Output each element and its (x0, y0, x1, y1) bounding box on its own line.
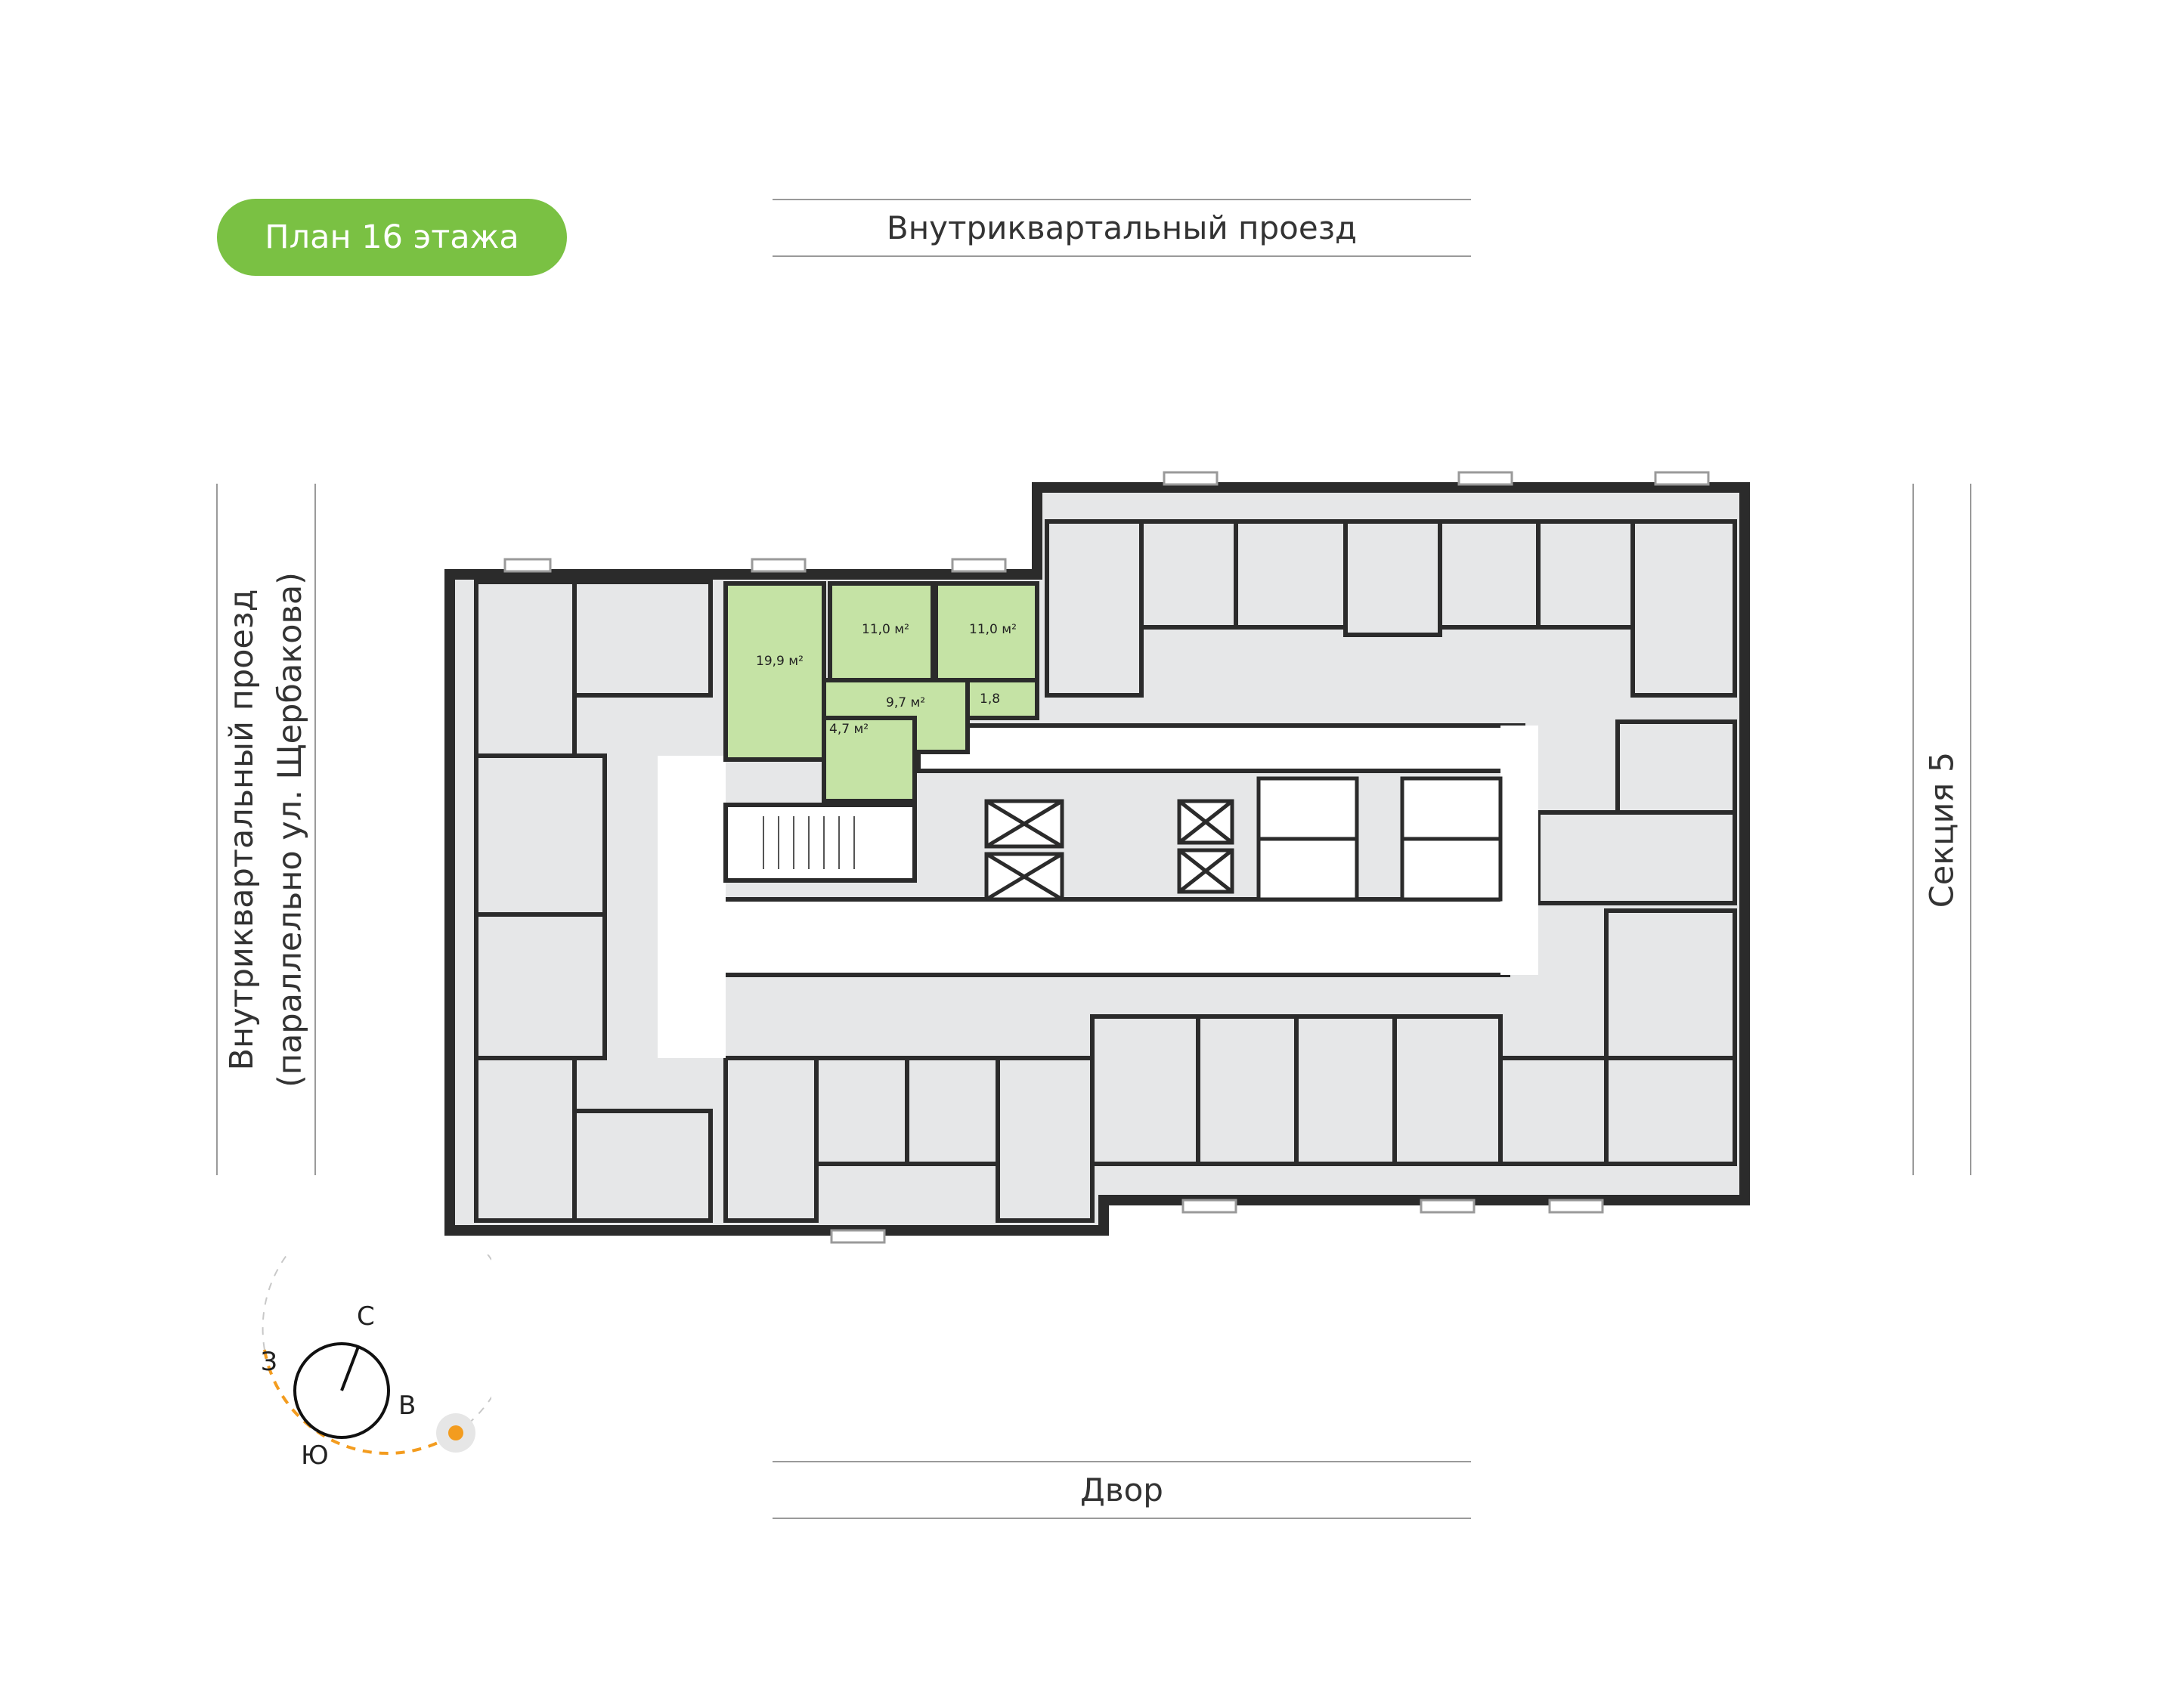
rooms-grid (474, 519, 1737, 1223)
room-area-4: 9,7 м² (886, 695, 925, 710)
highlighted-apartment (723, 581, 1039, 803)
compass-south: Ю (301, 1440, 329, 1471)
shafts (1256, 776, 1503, 902)
street-label-bottom: Двор (773, 1461, 1471, 1519)
right-line-inner (1970, 484, 1971, 1175)
compass-east: В (398, 1391, 417, 1421)
apt-labels: 19,9 м² 11,0 м² 11,0 м² 9,7 м² 1,8 4,7 м… (756, 622, 1017, 737)
room-area-2: 11,0 м² (862, 622, 909, 637)
apt-room-2 (828, 581, 935, 682)
floor-badge-label: План 16 этажа (265, 218, 519, 256)
room-area-5: 1,8 (980, 692, 1000, 707)
room-area-6: 4,7 м² (829, 722, 869, 737)
room-area-3: 11,0 м² (969, 622, 1017, 637)
sun-core-icon (448, 1425, 463, 1440)
compass (262, 1255, 491, 1455)
compass-needle (340, 1346, 360, 1391)
compass-ring (293, 1342, 390, 1439)
right-line-outer (1912, 484, 1914, 1175)
left-line-outer (216, 484, 218, 1175)
compass-west: З (261, 1347, 277, 1377)
apt-room-5 (965, 678, 1039, 720)
street-label-top: Внутриквартальный проезд (773, 199, 1471, 257)
floor-badge: План 16 этажа (217, 199, 567, 276)
windows (503, 471, 1710, 1244)
room-area-1: 19,9 м² (756, 654, 804, 669)
corridor (658, 723, 1538, 1058)
street-bottom-text: Двор (1080, 1471, 1163, 1508)
left-line-inner (314, 484, 316, 1175)
staircase (723, 803, 917, 883)
elevators (984, 799, 1234, 902)
compass-north: С (357, 1301, 375, 1332)
street-top-text: Внутриквартальный проезд (886, 209, 1358, 246)
apt-room-6 (822, 716, 917, 803)
apt-room-1 (723, 581, 826, 762)
sun-path (263, 1349, 457, 1455)
